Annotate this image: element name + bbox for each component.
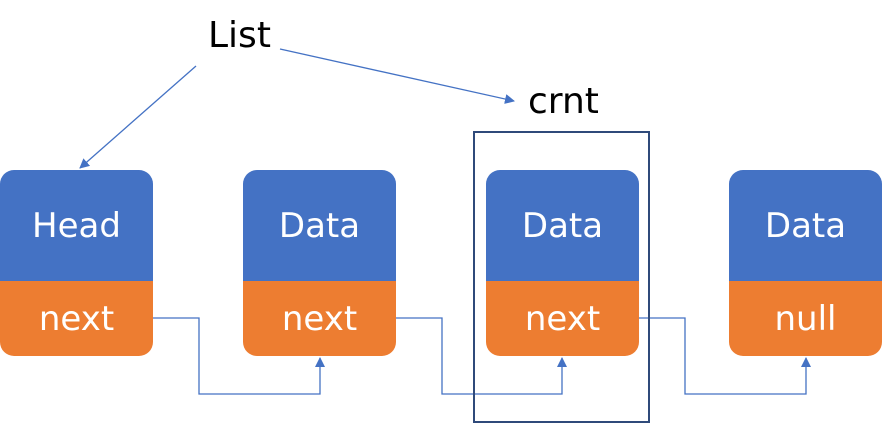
current-data-node: Data next (486, 170, 639, 356)
head-node: Head next (0, 170, 153, 356)
node-pointer-field: null (729, 281, 882, 356)
tail-data-node: Data null (729, 170, 882, 356)
data-node: Data next (243, 170, 396, 356)
node-data-field: Data (729, 170, 882, 281)
node-pointer-field: next (0, 281, 153, 356)
node-pointer-field: next (486, 281, 639, 356)
crnt-label: crnt (528, 81, 599, 122)
node-2-next-connector (639, 317, 811, 395)
node-data-field: Head (0, 170, 153, 281)
crnt-highlight-frame (473, 131, 650, 423)
node-pointer-field: next (243, 281, 396, 356)
node-data-field: Data (243, 170, 396, 281)
list-to-crnt-arrow (279, 48, 515, 104)
list-label: List (208, 15, 271, 56)
node-1-next-connector (396, 317, 567, 395)
list-to-head-arrow (79, 65, 197, 169)
node-data-field: Data (486, 170, 639, 281)
node-0-next-connector (153, 317, 325, 395)
